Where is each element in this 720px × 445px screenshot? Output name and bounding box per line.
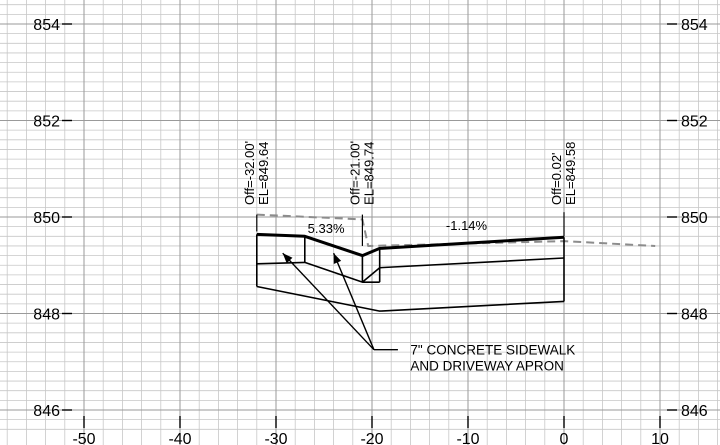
axes: 846 846 848 848 850 850 852 852 854 854 -50 -40 -30 -…: [33, 17, 708, 445]
series: [255, 213, 656, 312]
y-tick-label-left: 848: [33, 307, 60, 324]
x-tick-label: 10: [651, 431, 669, 445]
offset-elevation-label: Off=-21.00': [347, 141, 362, 205]
slope-label: -1.14%: [446, 218, 488, 233]
offset-elevation-label: Off=-32.00': [242, 141, 257, 205]
offset-elevation-label: EL=849.58: [563, 142, 578, 205]
callout-arrow-line: [282, 252, 375, 351]
y-tick-label-left: 846: [33, 403, 60, 420]
y-tick-label-left: 852: [33, 114, 60, 131]
slope-label: 5.33%: [308, 221, 345, 236]
x-tick-label: -10: [456, 431, 479, 445]
callout-text: AND DRIVEWAY APRON: [410, 359, 564, 374]
series-line-existing-ground-dashed: [256, 213, 656, 247]
offset-elevation-label: EL=849.64: [256, 142, 271, 205]
callout-arrowhead: [333, 253, 342, 264]
callout-arrowhead: [282, 253, 293, 264]
callout-text: 7" CONCRETE SIDEWALK: [410, 343, 575, 358]
y-tick-label-left: 854: [33, 17, 60, 34]
y-tick-label-right: 848: [681, 307, 708, 324]
y-tick-label-right: 850: [681, 210, 708, 227]
x-tick-label: -40: [168, 431, 191, 445]
x-tick-label: -30: [264, 431, 287, 445]
x-tick-label: 0: [560, 431, 569, 445]
series-line-subgrade: [256, 285, 565, 312]
callout-arrow-line: [332, 252, 375, 350]
y-tick-label-right: 854: [681, 17, 708, 34]
x-tick-label: -50: [72, 431, 95, 445]
y-tick-label-right: 846: [681, 403, 708, 420]
x-tick-label: -20: [360, 431, 383, 445]
offset-elevation-label: EL=849.74: [361, 142, 376, 205]
y-tick-label-left: 850: [33, 210, 60, 227]
offset-elevation-label: Off=0.02': [549, 152, 564, 204]
annotations: Off=-32.00'EL=849.64 Off=-21.00'EL=849.74…: [242, 141, 578, 374]
y-tick-label-right: 852: [681, 114, 708, 131]
